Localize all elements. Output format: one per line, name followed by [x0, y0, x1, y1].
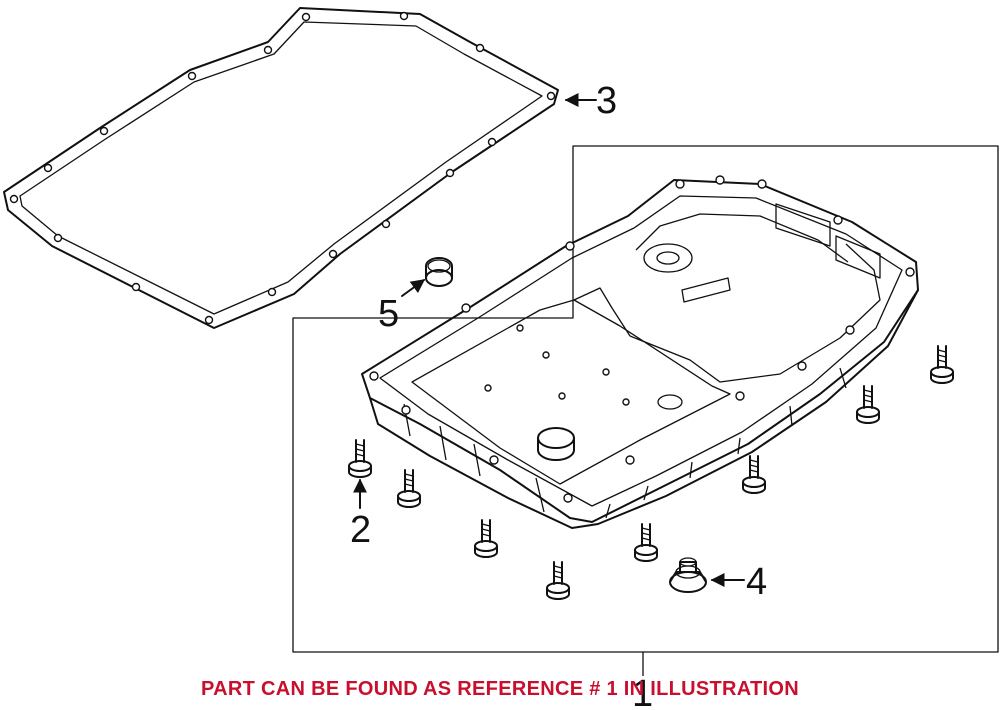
- gasket-part: [3, 7, 559, 329]
- oil-pan-part: [361, 175, 919, 529]
- reference-caption: PART CAN BE FOUND AS REFERENCE # 1 IN IL…: [201, 678, 799, 700]
- bolt: [474, 519, 498, 558]
- callout-5-leader: [401, 279, 426, 297]
- plug-part: [425, 257, 453, 287]
- bolt: [348, 439, 372, 478]
- callout-1-label: 1: [632, 673, 653, 710]
- callout-3-label: 3: [596, 80, 617, 122]
- bolt: [546, 561, 570, 600]
- bolt: [742, 455, 766, 494]
- bolt: [930, 345, 954, 384]
- callout-2-label: 2: [350, 509, 371, 551]
- callout-4-label: 4: [746, 561, 767, 603]
- assembly-reference-box: [292, 145, 999, 653]
- callout-5-label: 5: [378, 293, 399, 335]
- drain-plug-part: [669, 557, 707, 593]
- bolts-part: [348, 345, 954, 600]
- bolt: [634, 523, 658, 562]
- bolt: [856, 385, 880, 424]
- bolt: [397, 469, 421, 508]
